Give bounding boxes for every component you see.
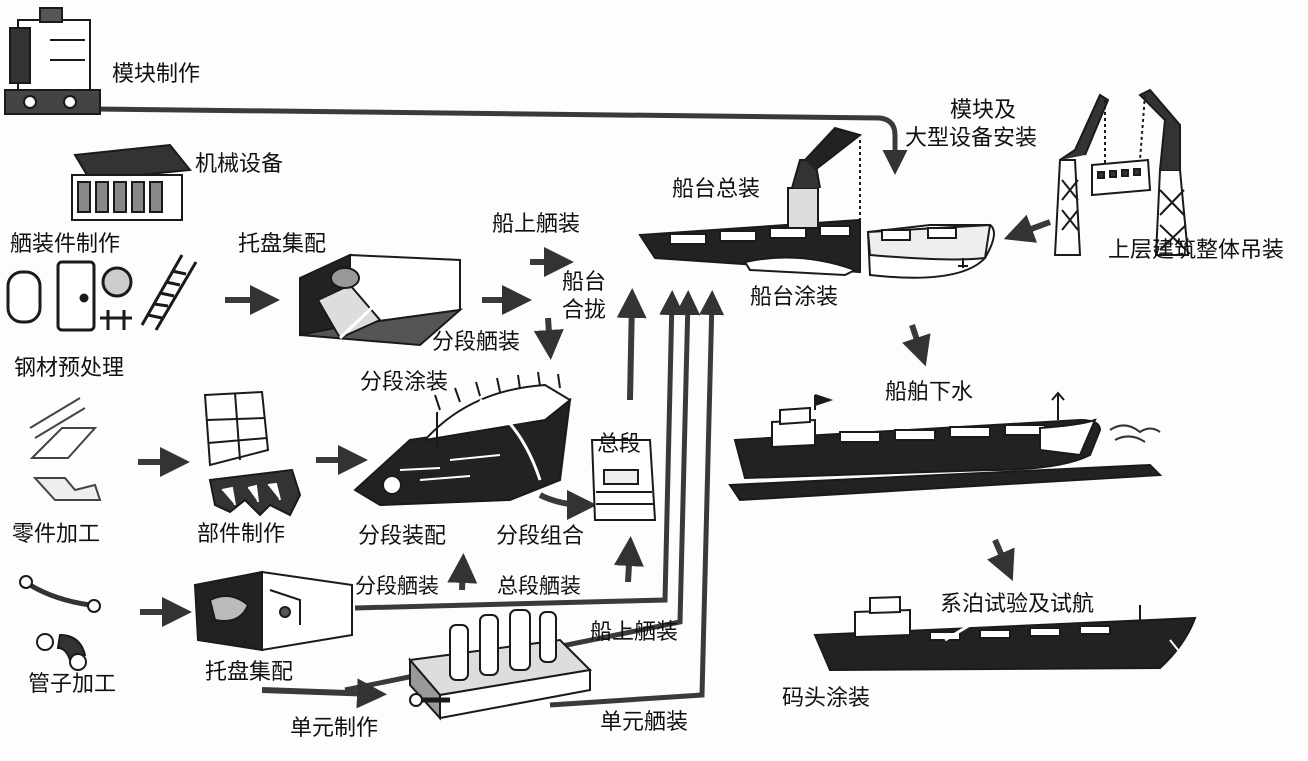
label-unit-outfitting: 单元舾装 (600, 710, 688, 736)
slipway-crane-icon (788, 128, 860, 228)
label-module-install-1: 模块及 (900, 98, 1066, 124)
steel-plate-icons (30, 398, 100, 500)
label-block-outfitting-low: 分段舾装 (355, 573, 439, 599)
engine-icon (72, 145, 190, 220)
label-block-combination: 分段组合 (496, 524, 584, 550)
label-module-fabrication: 模块制作 (112, 62, 200, 88)
component-icons (205, 392, 300, 515)
label-slipway-assembly: 船台总装 (672, 177, 760, 203)
label-steel-pretreatment: 钢材预处理 (14, 356, 124, 382)
label-component-making: 部件制作 (197, 522, 285, 548)
label-block-outfitting-mid: 分段舾装 (432, 330, 520, 356)
label-onboard-outfitting-top: 船上舾装 (492, 212, 580, 238)
arrow-launch-to-trials (995, 540, 1008, 570)
arrow-section-outfitting-up (628, 548, 630, 582)
label-ship-launch: 船舶下水 (885, 380, 973, 406)
label-superstructure-lift: 上层建筑整体吊装 (1108, 238, 1284, 264)
arrow-superstructure-to-ship (1015, 222, 1050, 235)
label-block-painting: 分段涂装 (360, 370, 448, 396)
superstructure-crane-icon (1055, 90, 1188, 255)
label-pipe-processing: 管子加工 (28, 672, 116, 698)
label-section: 总段 (597, 432, 641, 458)
outfitting-parts-icons (8, 255, 196, 330)
label-mooring-trials: 系泊试验及试航 (940, 592, 1094, 618)
module-machine-icon (5, 8, 100, 114)
launched-ship-icon (730, 393, 1160, 500)
label-parts-processing: 零件加工 (12, 522, 100, 548)
label-onboard-outfitting-bottom: 船上舾装 (590, 620, 678, 646)
pallet-bottom-icon (195, 572, 352, 650)
pipe-icons (20, 576, 100, 670)
label-slipway-closing-1: 船台 (562, 270, 606, 296)
label-block-assembly: 分段装配 (358, 524, 446, 550)
label-section-outfitting: 总段舾装 (497, 573, 581, 599)
label-quay-painting: 码头涂装 (782, 686, 870, 712)
arrow-to-unit (262, 690, 375, 694)
arrow-block-outfitting-up (462, 565, 463, 590)
flow-line-section (630, 300, 632, 400)
arrow-block-outfitting-down (548, 318, 550, 348)
label-slipway-painting: 船台涂装 (750, 285, 838, 311)
label-machinery: 机械设备 (195, 152, 283, 178)
arrow-slipway-to-launch (912, 325, 922, 355)
label-slipway-closing-2: 合拢 (562, 298, 606, 324)
label-pallet-assembly-top: 托盘集配 (238, 232, 326, 258)
label-outfitting-parts: 舾装件制作 (10, 232, 120, 258)
label-pallet-assembly-bottom: 托盘集配 (205, 660, 293, 686)
label-module-install-2: 大型设备安装 (905, 126, 1037, 152)
label-unit-making: 单元制作 (290, 716, 378, 742)
arrow-block-to-section (540, 495, 585, 505)
